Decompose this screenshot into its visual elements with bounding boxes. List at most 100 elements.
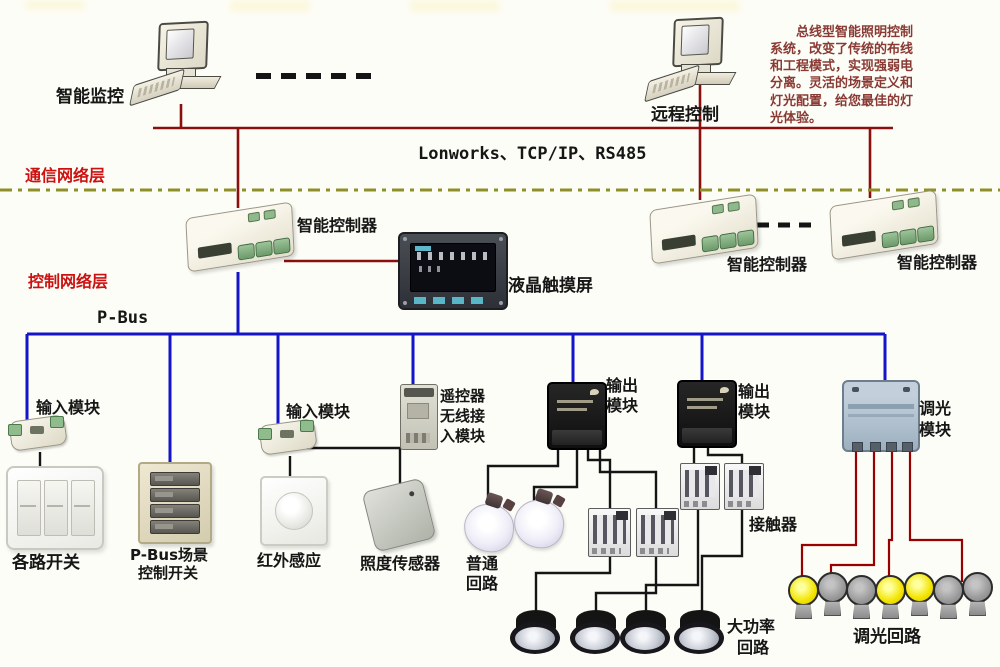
input-module1-label: 输入模块 <box>36 398 101 417</box>
controller1-icon <box>182 200 300 280</box>
dim-bulb-icon <box>903 572 935 616</box>
wire-contactorA-downlight1 <box>534 553 612 614</box>
high-power-circuit-label: 大功率 回路 <box>727 616 775 658</box>
normal-circuit-line: 普通 <box>466 554 499 573</box>
output-module2-icon <box>677 380 737 448</box>
normal-circuit-line: 回路 <box>466 574 499 593</box>
wire-contactorB-downlight2 <box>594 553 658 614</box>
pc-keyboard <box>644 64 700 103</box>
scene-switch-line: P-Bus场景 <box>130 546 208 564</box>
output-module1-label: 输出 模块 <box>606 376 638 416</box>
wire-output2-contactorD <box>706 444 744 466</box>
note-line: 和工程模式，实现强弱电 <box>770 59 914 75</box>
dim-bulb-icon <box>961 572 993 616</box>
pbus-label: P-Bus <box>97 308 149 328</box>
dim-wire-4 <box>908 448 964 582</box>
normal-lamp1-icon <box>460 491 518 556</box>
controller1-label: 智能控制器 <box>297 216 378 235</box>
comm-layer-label: 通信网络层 <box>25 166 106 185</box>
touchscreen-buttons <box>414 297 484 304</box>
contactor-icon <box>680 463 720 510</box>
controller3-label: 智能控制器 <box>897 253 978 272</box>
downlight-icon <box>620 610 672 660</box>
wireless-module-line: 入模块 <box>440 427 486 445</box>
touchscreen-icon <box>398 232 508 310</box>
system-description: 总线型智能照明控制 系统，改变了传统的布线 和工程模式，实现强弱电 分离。灵活的… <box>770 24 996 127</box>
scene-switch-icon <box>138 462 212 544</box>
top-artifact <box>25 0 85 10</box>
dim-bulb-icon <box>845 575 877 619</box>
wire-contactorC-downlight3 <box>644 506 700 614</box>
contactor-label: 接触器 <box>749 515 798 534</box>
output-module-line: 模块 <box>738 402 771 421</box>
input-module1-icon <box>6 410 70 454</box>
monitor-pc-label: 智能监控 <box>56 87 124 107</box>
wireless-module-line: 遥控器 <box>440 387 486 405</box>
wire-output1-contactorB <box>598 446 658 512</box>
monitor-pc-icon <box>129 20 230 115</box>
pc-monitor <box>672 16 724 68</box>
output-module-line: 模块 <box>606 396 639 415</box>
remote-pc-label: 远程控制 <box>651 105 719 125</box>
infrared-sensor-icon <box>260 476 328 546</box>
pc-screen <box>680 24 710 56</box>
high-power-line: 大功率 <box>727 617 776 636</box>
controller2-label: 智能控制器 <box>727 255 808 274</box>
dimming-module-line: 调光 <box>919 399 952 418</box>
pc-screen <box>165 28 195 60</box>
dim-wire-1 <box>800 448 858 580</box>
pc-monitor <box>157 20 209 72</box>
downlight-icon <box>510 610 562 660</box>
control-layer-label: 控制网络层 <box>28 272 109 291</box>
scene-switch-line: 控制开关 <box>138 564 199 582</box>
normal-lamp2-icon <box>510 487 568 552</box>
infrared-sensor-label: 红外感应 <box>257 551 322 570</box>
high-power-line: 回路 <box>737 638 770 657</box>
normal-circuit-label: 普通 回路 <box>466 554 498 594</box>
output-module1-icon <box>547 382 607 450</box>
top-artifact <box>230 0 310 12</box>
dimming-circuit-label: 调光回路 <box>853 627 921 647</box>
pc-keyboard <box>129 68 185 107</box>
dim-bulb-icon <box>816 572 848 616</box>
remote-pc-icon <box>644 16 745 111</box>
touchscreen-label: 液晶触摸屏 <box>508 276 593 296</box>
wireless-module-line: 无线接 <box>440 407 486 425</box>
dimming-module-label: 调光 模块 <box>919 398 951 440</box>
dim-wire-3 <box>887 448 894 580</box>
scene-switch-label: P-Bus场景 控制开关 <box>130 546 208 582</box>
note-line: 分离。灵活的场景定义和 <box>770 76 914 92</box>
output-module-line: 输出 <box>738 382 771 401</box>
note-line: 系统，改变了传统的布线 <box>770 42 914 58</box>
dim-bulb-icon <box>874 575 906 619</box>
input-module2-icon <box>256 414 320 458</box>
input-module2-label: 输入模块 <box>286 402 351 421</box>
controller-body <box>185 201 295 273</box>
lux-sensor-label: 照度传感器 <box>360 554 441 573</box>
wire-output1-lamp2 <box>532 444 579 502</box>
dim-wire-2 <box>829 448 876 580</box>
top-artifact <box>610 0 740 12</box>
contactor-icon <box>588 508 631 557</box>
output-module-line: 输出 <box>606 376 639 395</box>
note-line: 光体验。 <box>770 110 823 126</box>
downlight-icon <box>570 610 622 660</box>
comm-protocols-label: Lonworks、TCP/IP、RS485 <box>418 144 647 164</box>
touchscreen-display <box>410 243 496 292</box>
wire-contactorD-downlight4 <box>700 506 744 614</box>
note-line: 灯光配置，给您最佳的灯 <box>770 93 914 109</box>
branch-switch-icon <box>6 466 104 550</box>
contactor-icon <box>724 463 764 510</box>
dim-bulb-icon <box>932 575 964 619</box>
branch-switch-label: 各路开关 <box>12 553 80 573</box>
wireless-module-label: 遥控器 无线接 入模块 <box>440 386 485 446</box>
wireless-module-icon <box>400 384 438 450</box>
downlight-icon <box>674 610 726 660</box>
top-artifact <box>410 0 500 12</box>
contactor-icon <box>636 508 679 557</box>
output-module2-label: 输出 模块 <box>738 382 770 422</box>
dim-bulb-icon <box>787 575 819 619</box>
dimming-module-line: 模块 <box>919 420 952 439</box>
